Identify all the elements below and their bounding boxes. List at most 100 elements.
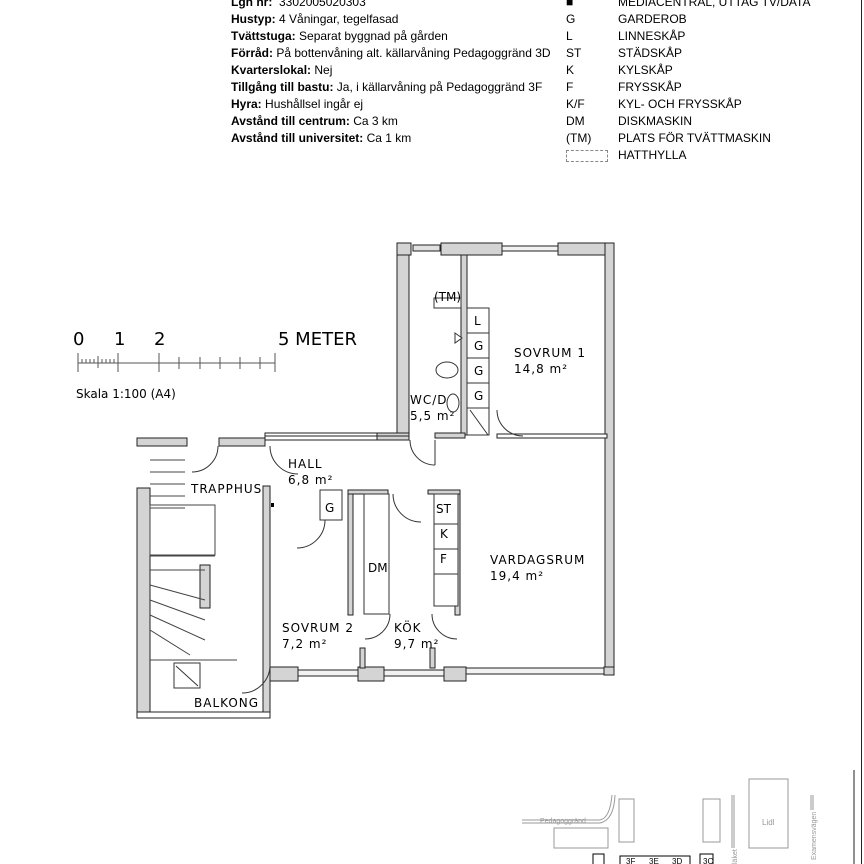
info-label: Hyra: bbox=[231, 97, 262, 111]
fixture-garderob: G bbox=[474, 364, 485, 378]
legend-desc: LINNESKÅP bbox=[618, 29, 686, 43]
scale-tick-label: 0 bbox=[73, 329, 84, 350]
info-value: 3302005020303 bbox=[279, 0, 366, 9]
legend-item: K KYLSKÅP bbox=[566, 62, 810, 79]
room-area: 7,2 m² bbox=[282, 637, 328, 651]
hatthylla-symbol-icon bbox=[566, 147, 618, 167]
info-label: Tvättstuga: bbox=[231, 29, 296, 43]
legend-code: K bbox=[566, 63, 575, 77]
room-vardagsrum: VARDAGSRUM 19,4 m² bbox=[490, 552, 585, 584]
info-row: Förråd: På bottenvåning alt. källarvånin… bbox=[231, 45, 551, 62]
map-building-label: 3F bbox=[626, 857, 635, 864]
info-row: Avstånd till centrum: Ca 3 km bbox=[231, 113, 551, 130]
fixture-garderob: G bbox=[474, 339, 485, 353]
legend-desc: PLATS FÖR TVÄTTMASKIN bbox=[618, 131, 771, 145]
legend-code: ■ bbox=[566, 0, 574, 9]
fixture-tm: (TM) bbox=[434, 290, 462, 304]
legend-item-hatthylla: HATTHYLLA bbox=[566, 147, 810, 167]
legend-code: L bbox=[566, 29, 573, 43]
location-map: Pedagoggränd Lidl Examensvägen läket 3F … bbox=[522, 770, 855, 864]
fixture-kylskap: K bbox=[440, 527, 449, 541]
legend-item: DM DISKMASKIN bbox=[566, 113, 810, 130]
info-value: Nej bbox=[314, 63, 333, 77]
fixture-garderob-hall: G bbox=[325, 501, 336, 515]
info-label: Avstånd till universitet: bbox=[231, 131, 364, 145]
info-label: Hustyp: bbox=[231, 12, 276, 26]
room-kok: KÖK 9,7 m² bbox=[394, 620, 439, 652]
info-row: Kvarterslokal: Nej bbox=[231, 62, 551, 79]
legend-desc: DISKMASKIN bbox=[618, 114, 693, 128]
info-label: Lgh nr: bbox=[231, 0, 273, 9]
legend-code: (TM) bbox=[566, 131, 592, 145]
info-value: På bottenvåning alt. källarvåning Pedago… bbox=[276, 46, 551, 60]
scale-tick-label: 1 bbox=[114, 329, 125, 350]
info-row: Hyra: Hushållsel ingår ej bbox=[231, 96, 551, 113]
legend-code: G bbox=[566, 12, 576, 26]
legend-item: F FRYSSKÅP bbox=[566, 79, 810, 96]
legend-code: DM bbox=[566, 114, 585, 128]
room-hall: HALL 6,8 m² bbox=[288, 456, 333, 488]
scale-caption: Skala 1:100 (A4) bbox=[76, 387, 176, 401]
wall bbox=[396, 242, 410, 439]
legend-item: (TM) PLATS FÖR TVÄTTMASKIN bbox=[566, 130, 810, 147]
scale-tick-label: 2 bbox=[154, 329, 165, 350]
info-row-lgh: Lgh nr: 3302005020303 bbox=[231, 0, 551, 11]
info-value: Ca 3 km bbox=[353, 114, 398, 128]
legend-item: K/F KYL- OCH FRYSSKÅP bbox=[566, 96, 810, 113]
room-name: KÖK bbox=[394, 621, 422, 635]
legend-desc: HATTHYLLA bbox=[618, 148, 687, 162]
legend-item: G GARDEROB bbox=[566, 11, 810, 28]
room-area: 14,8 m² bbox=[514, 362, 569, 376]
legend-item: L LINNESKÅP bbox=[566, 28, 810, 45]
fixture-diskmaskin: DM bbox=[368, 561, 388, 575]
room-name: HALL bbox=[288, 457, 323, 471]
legend-desc: FRYSSKÅP bbox=[618, 80, 682, 94]
legend-desc: KYLSKÅP bbox=[618, 63, 673, 77]
room-name: BALKONG bbox=[194, 696, 260, 710]
map-building-label: 3D bbox=[672, 857, 682, 864]
legend-item: ■ MEDIACENTRAL, UTTAG TV/DATA bbox=[566, 0, 810, 11]
legend: ■ MEDIACENTRAL, UTTAG TV/DATA G GARDEROB L… bbox=[566, 0, 810, 167]
legend-desc: KYL- OCH FRYSSKÅP bbox=[618, 97, 742, 111]
fixture-linneskap: L bbox=[474, 314, 482, 328]
info-label: Kvarterslokal: bbox=[231, 63, 312, 77]
room-sovrum1: SOVRUM 1 14,8 m² bbox=[514, 345, 586, 377]
info-row: Tillgång till bastu: Ja, i källarvåning … bbox=[231, 79, 551, 96]
info-label: Tillgång till bastu: bbox=[231, 80, 334, 94]
legend-desc: GARDEROB bbox=[618, 12, 687, 26]
info-label: Avstånd till centrum: bbox=[231, 114, 350, 128]
map-street-label: läket bbox=[732, 849, 739, 864]
info-value: Ca 1 km bbox=[366, 131, 412, 145]
fixture-garderob: G bbox=[474, 389, 485, 403]
room-area: 9,7 m² bbox=[394, 637, 440, 651]
fixture-frysskap: F bbox=[440, 552, 448, 566]
scale-ruler-icon: 0 1 2 5 METER Skala 1:100 (A4) bbox=[73, 329, 357, 401]
map-building-label: 3C bbox=[703, 857, 713, 864]
info-value: 4 Våningar, tegelfasad bbox=[279, 12, 399, 26]
legend-code: F bbox=[566, 80, 574, 94]
map-street-label: Pedagoggränd bbox=[540, 818, 586, 825]
room-sovrum2: SOVRUM 2 7,2 m² bbox=[282, 620, 354, 652]
room-area: 19,4 m² bbox=[490, 569, 545, 583]
info-row: Tvättstuga: Separat byggnad på gården bbox=[231, 28, 551, 45]
legend-item: ST STÄDSKÅP bbox=[566, 45, 810, 62]
scale-bar: 0 1 2 5 METER Skala 1:100 (A4) bbox=[70, 326, 370, 411]
room-wc: WC/D 5,5 m² bbox=[410, 392, 455, 424]
page-border bbox=[861, 0, 862, 864]
info-label: Förråd: bbox=[231, 46, 273, 60]
map-street-label: Examensvägen bbox=[811, 812, 818, 860]
room-name: VARDAGSRUM bbox=[490, 553, 586, 567]
room-area: 6,8 m² bbox=[288, 473, 334, 487]
legend-desc: MEDIACENTRAL, UTTAG TV/DATA bbox=[618, 0, 811, 9]
legend-code: K/F bbox=[566, 97, 585, 111]
info-value: Hushållsel ingår ej bbox=[265, 97, 364, 111]
map-building-label: 3E bbox=[649, 857, 659, 864]
legend-code: ST bbox=[566, 46, 582, 60]
info-row: Hustyp: 4 Våningar, tegelfasad bbox=[231, 11, 551, 28]
legend-desc: STÄDSKÅP bbox=[618, 46, 683, 60]
room-balkong: BALKONG bbox=[194, 695, 259, 711]
map-store-label: Lidl bbox=[762, 818, 775, 827]
fixture-stadskap: ST bbox=[436, 502, 451, 516]
info-value: Separat byggnad på gården bbox=[299, 29, 448, 43]
